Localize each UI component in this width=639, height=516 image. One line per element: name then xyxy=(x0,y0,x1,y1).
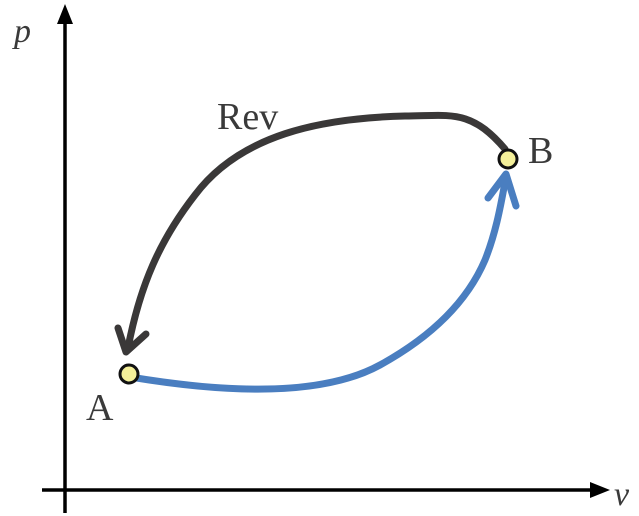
y-axis-label: p xyxy=(12,13,31,50)
point-b-label: B xyxy=(528,130,553,172)
y-axis-arrow-icon xyxy=(57,4,73,24)
point-a-label: A xyxy=(86,387,114,429)
x-axis-arrow-icon xyxy=(590,482,610,498)
irreversible-path xyxy=(126,170,520,393)
state-point-a xyxy=(118,363,140,385)
reversible-path-arrow-icon xyxy=(114,324,150,356)
x-axis-label: v xyxy=(614,476,630,513)
reversible-path-curve xyxy=(124,111,509,352)
axes xyxy=(42,4,610,513)
reversible-path xyxy=(114,111,509,356)
state-point-b xyxy=(497,148,519,170)
irreversible-path-curve xyxy=(126,178,509,393)
reversible-path-label: Rev xyxy=(217,96,278,138)
irreversible-path-arrow-icon xyxy=(484,170,520,210)
